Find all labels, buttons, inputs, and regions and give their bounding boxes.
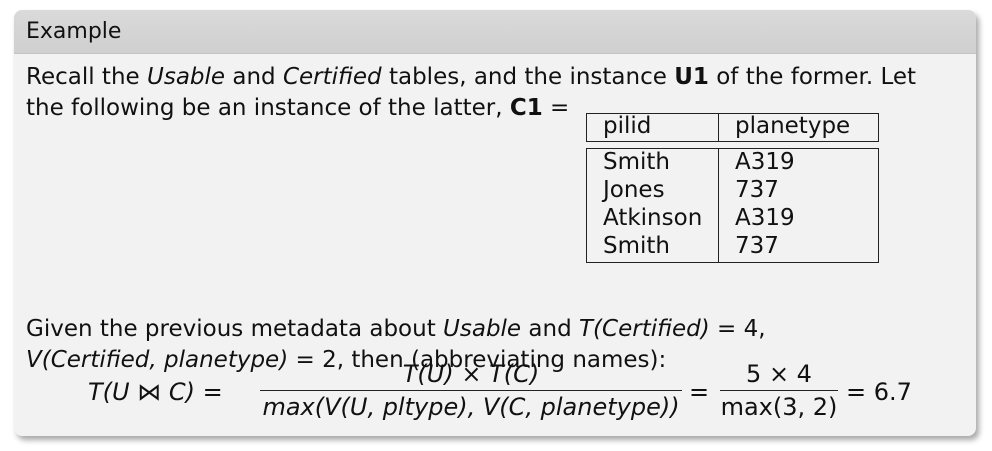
intro-text-6: = xyxy=(542,95,570,121)
fraction-numerator: 5 × 4 xyxy=(746,360,812,388)
block-title: Example xyxy=(14,10,976,54)
fraction-denominator: max(V(U, pltype), V(C, planetype)) xyxy=(260,390,682,423)
meta-text-3: = 4, xyxy=(709,316,766,342)
example-block: Example Recall the Usable and Certified … xyxy=(14,10,976,436)
numeric-fraction: 5 × 4 max(3, 2) xyxy=(720,358,838,423)
metadata-paragraph: Given the previous metadata about Usable… xyxy=(26,314,766,376)
table-cell: Smith xyxy=(603,233,670,259)
table-cell: Jones xyxy=(603,177,665,203)
block-body: Recall the Usable and Certified tables, … xyxy=(14,54,976,435)
intro-text-4: of the former. Let xyxy=(708,64,917,90)
instance-u1: U1 xyxy=(674,64,709,90)
table-cell: 737 xyxy=(735,177,779,203)
join-size-formula: T(U ⋈ C) = T(U) × T(C) max(V(U, pltype),… xyxy=(88,358,948,428)
table-cell: Atkinson xyxy=(603,205,703,231)
certified-table-name: Certified xyxy=(282,64,382,90)
v-certified-planetype: V(Certified, planetype) xyxy=(26,347,289,373)
column-divider xyxy=(718,114,719,141)
meta-text-4: = 2, then (abbreviating names): xyxy=(288,347,667,373)
intro-paragraph: Recall the Usable and Certified tables, … xyxy=(26,62,916,124)
fraction-denominator: max(3, 2) xyxy=(720,390,838,423)
intro-text-2: and xyxy=(225,64,283,90)
usable-table-name: Usable xyxy=(443,316,522,342)
table-cell: Smith xyxy=(603,149,670,175)
general-fraction: T(U) × T(C) max(V(U, pltype), V(C, plane… xyxy=(260,358,682,423)
table-cell: 737 xyxy=(735,233,779,259)
table-cell: A319 xyxy=(735,149,795,175)
fraction-numerator: T(U) × T(C) xyxy=(402,360,540,388)
meta-text-2: and xyxy=(521,316,579,342)
intro-text-3: tables, and the instance xyxy=(381,64,675,90)
column-divider xyxy=(718,149,719,262)
header-pilid: pilid xyxy=(603,113,652,139)
intro-text-5: the following be an instance of the latt… xyxy=(26,95,510,121)
formula-lhs: T(U ⋈ C) = xyxy=(88,378,223,406)
table-header: pilid planetype xyxy=(586,113,879,142)
usable-table-name: Usable xyxy=(147,64,226,90)
equals-sign: = xyxy=(689,378,710,406)
meta-text-1: Given the previous metadata about xyxy=(26,316,444,342)
table-body: Smith A319 Jones 737 Atkinson A319 Smith… xyxy=(586,148,879,263)
t-certified: T(Certified) xyxy=(579,316,710,342)
intro-text-1: Recall the xyxy=(26,64,147,90)
formula-result: = 6.7 xyxy=(846,378,912,406)
table-cell: A319 xyxy=(735,205,795,231)
header-planetype: planetype xyxy=(735,113,851,139)
instance-c1: C1 xyxy=(509,95,543,121)
